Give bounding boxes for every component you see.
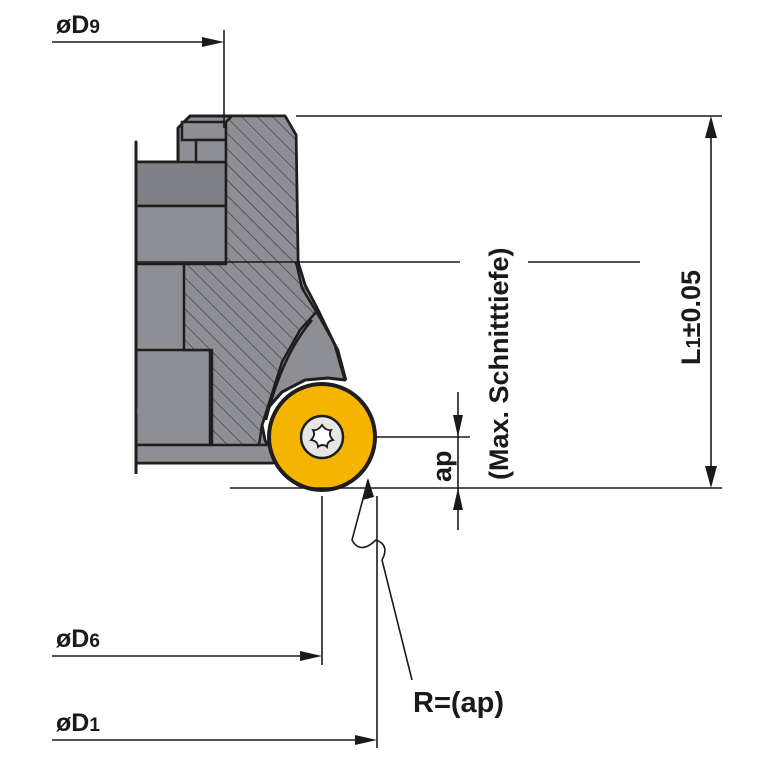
body-key-slot [194, 138, 228, 164]
body-block-top [134, 160, 228, 208]
dimension-lines [52, 30, 722, 748]
arrowheads [202, 37, 717, 745]
body-key-top [180, 120, 228, 142]
torx-screw-icon [309, 423, 335, 450]
d1-label: øD1 [56, 709, 100, 737]
ap-label: ap [427, 450, 457, 482]
body-base [134, 443, 276, 465]
hatched-section [182, 114, 320, 454]
chip-flute-edge [294, 261, 348, 381]
d6-label: øD6 [56, 625, 100, 653]
body-block-low [134, 348, 212, 447]
max-cutting-depth-label: (Max. Schnitttiefe) [484, 247, 514, 480]
radius-label: R=(ap) [413, 687, 504, 719]
d9-label: øD9 [56, 11, 100, 39]
l1-label: L1±0.05 [676, 270, 706, 365]
body-block-mid [134, 204, 228, 266]
round-insert [267, 382, 377, 492]
cutter-body [134, 114, 348, 475]
chip-flute-curve [264, 319, 313, 421]
